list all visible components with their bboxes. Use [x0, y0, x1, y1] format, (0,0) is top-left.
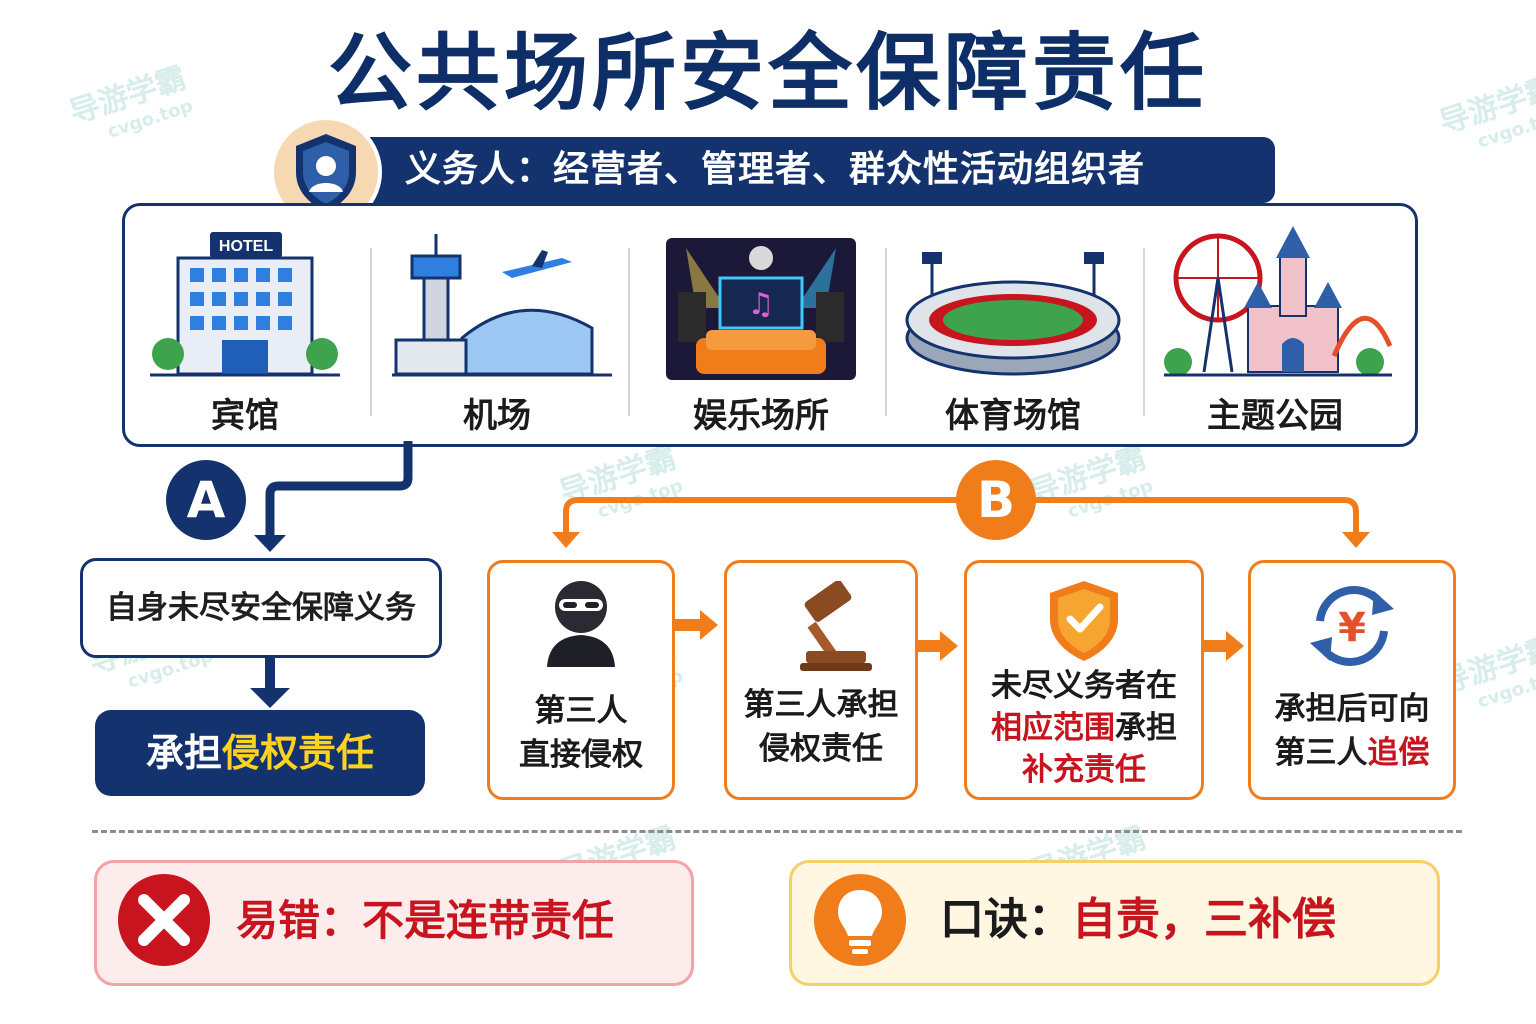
divider [628, 248, 630, 416]
step-line: 侵权责任 [759, 731, 883, 767]
branch-a-result: 承担侵权责任 [95, 710, 425, 796]
highlight-recourse: 追偿 [1367, 735, 1430, 771]
branch-a-condition: 自身未尽安全保障义务 [80, 558, 442, 658]
stadium-icon [905, 252, 1121, 376]
airport-icon [392, 234, 612, 377]
highlight-supplementary: 补充责任 [1022, 752, 1146, 788]
branch-b-badge: B [956, 460, 1036, 540]
obligor-text: 义务人：经营者、管理者、群众性活动组织者 [405, 149, 1146, 190]
step-line: 第三人承担 [743, 687, 899, 723]
lightbulb-icon [814, 874, 906, 966]
place-label-hotel: 宾馆 [211, 396, 279, 436]
divider [885, 248, 887, 416]
masked-thief-icon [547, 581, 615, 667]
section-divider [92, 830, 1462, 833]
result-prefix: 承担 [145, 731, 222, 775]
branch-a-badge: A [166, 460, 246, 540]
step-line: 第三人 [534, 693, 628, 729]
place-label-stadium: 体育场馆 [945, 396, 1081, 436]
result-highlight: 侵权责任 [222, 731, 375, 775]
yen-recycle-icon: ¥ [1310, 586, 1394, 666]
step-recourse: ¥ 承担后可向 第三人追偿 [1248, 560, 1456, 800]
shield-check-icon [1050, 581, 1118, 661]
place-label-entertainment: 娱乐场所 [693, 396, 829, 436]
step-supplementary-liability: 未尽义务者在 相应范围承担 补充责任 [964, 560, 1204, 800]
step-third-party-liable: 第三人承担 侵权责任 [724, 560, 918, 800]
mnemonic-prefix: 口诀： [940, 894, 1072, 945]
step-line: 承担后可向 [1274, 691, 1430, 727]
mnemonic-text: 口诀：自责，三补偿 [940, 884, 1336, 956]
divider [370, 248, 372, 416]
highlight-scope: 相应范围 [991, 710, 1115, 746]
obligor-banner [320, 137, 1275, 203]
common-mistake-text: 易错：不是连带责任 [236, 896, 615, 945]
place-label-airport: 机场 [463, 396, 531, 436]
hotel-sign: HOTEL [219, 238, 273, 255]
theme-park-icon [1164, 226, 1392, 377]
step-line: 直接侵权 [519, 737, 643, 773]
step-line: 未尽义务者在 [991, 668, 1177, 704]
svg-text:♫: ♫ [748, 287, 775, 322]
mnemonic-highlight: 自责，三补偿 [1072, 894, 1336, 945]
entertainment-venue-icon: ♫ [666, 238, 856, 380]
gavel-icon [800, 580, 872, 671]
step-text-prefix: 第三人 [1274, 735, 1368, 771]
step-line: 第三人追偿 [1251, 731, 1453, 775]
svg-text:¥: ¥ [1338, 605, 1366, 651]
person-shield-icon [296, 134, 356, 212]
cross-icon [118, 874, 210, 966]
place-label-theme-park: 主题公园 [1207, 396, 1343, 436]
step-third-party-infringe: 第三人 直接侵权 [487, 560, 675, 800]
divider [1143, 248, 1145, 416]
step-text-rest: 承担 [1115, 710, 1177, 746]
page-title: 公共场所安全保障责任 [327, 24, 1208, 122]
step-line: 相应范围承担 [967, 707, 1201, 749]
hotel-icon: HOTEL [150, 232, 340, 377]
